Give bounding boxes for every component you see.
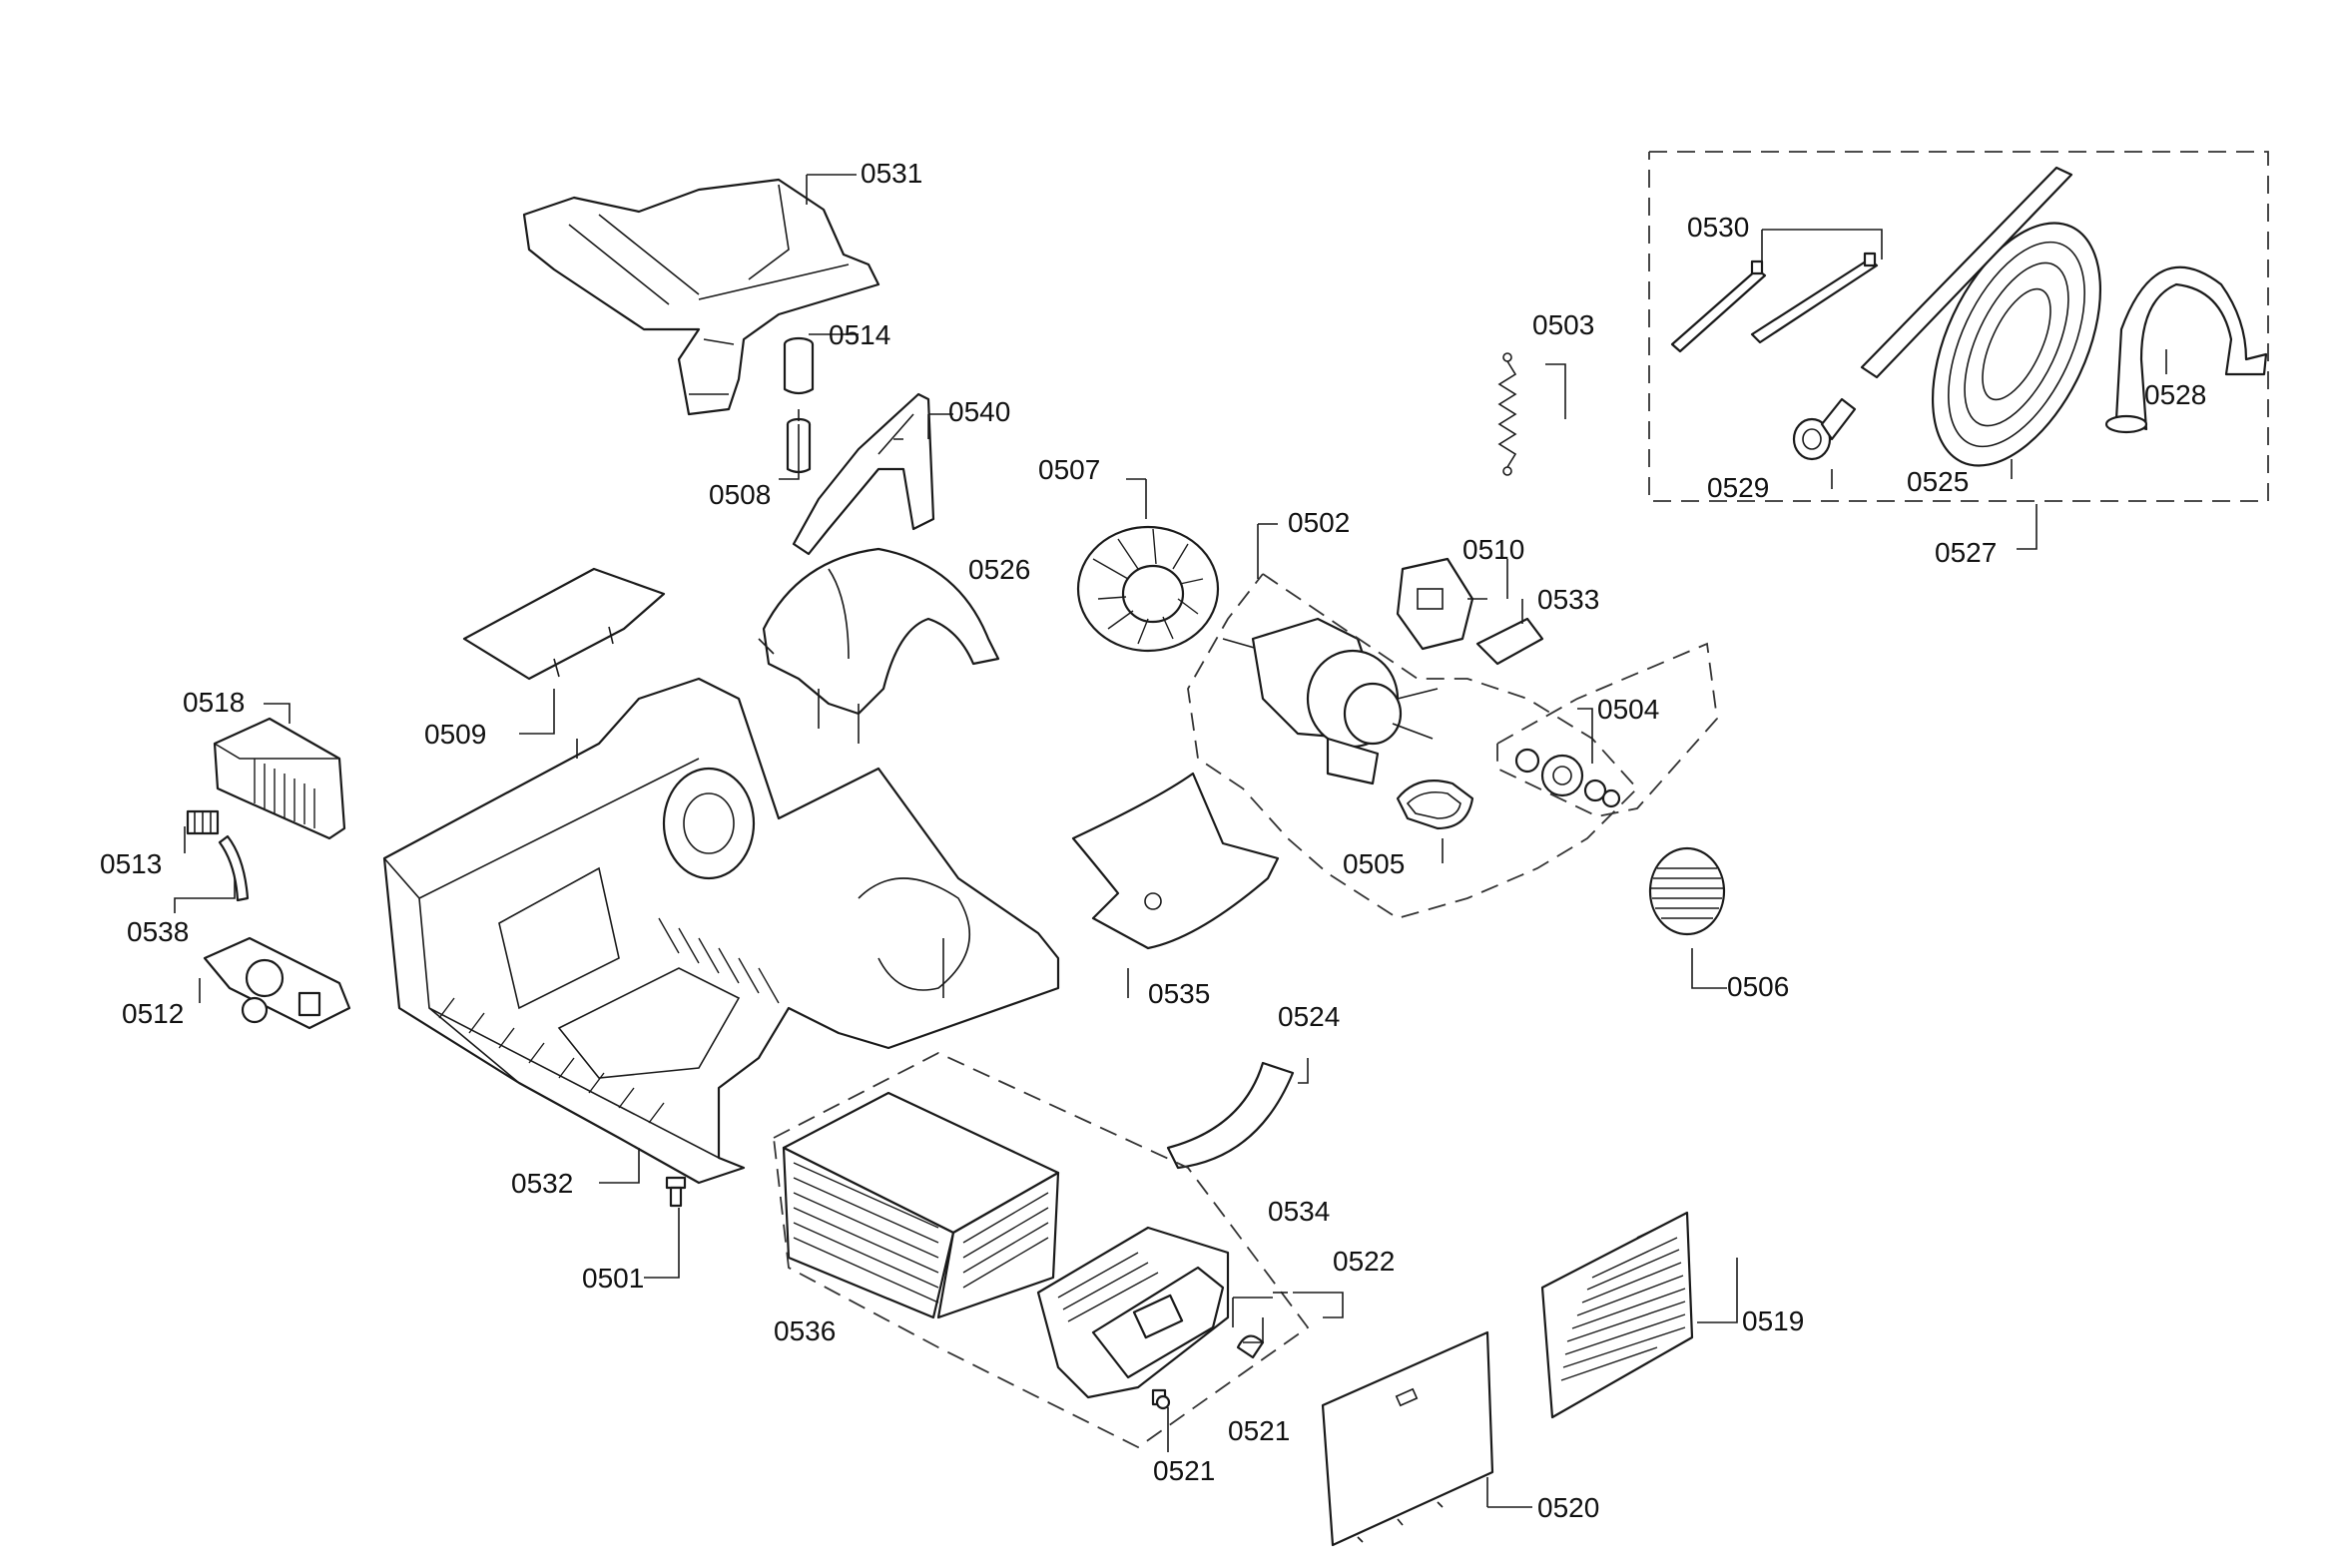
callout-0533: 0533	[1537, 584, 1599, 615]
callout-0528: 0528	[2144, 379, 2206, 410]
callout-0522: 0522	[1333, 1246, 1395, 1277]
callout-0535: 0535	[1148, 978, 1210, 1009]
part-0507-fan-wheel	[1076, 525, 1220, 653]
part-0533-plate	[1475, 617, 1544, 666]
callout-0518: 0518	[183, 687, 245, 718]
part-0518-heater	[213, 717, 346, 840]
callout-0508: 0508	[709, 479, 771, 510]
part-0502-motor	[1222, 617, 1439, 785]
part-0532-base-frame	[382, 677, 1060, 1185]
part-0505-belt	[1396, 780, 1474, 830]
callout-0513: 0513	[100, 848, 162, 879]
part-0509-cover-plate	[462, 567, 666, 681]
group-outline-0527	[1648, 151, 2269, 502]
part-0531-duct-cover	[522, 178, 880, 416]
leader-lines	[174, 174, 2167, 1508]
callout-0534: 0534	[1268, 1196, 1330, 1227]
callout-0530: 0530	[1687, 212, 1749, 243]
part-0501-screw	[665, 1176, 687, 1208]
part-0504-bearing-set	[1514, 748, 1621, 808]
callout-0519: 0519	[1742, 1306, 1804, 1336]
callout-0529: 0529	[1707, 472, 1769, 503]
part-0513-connector	[186, 809, 220, 835]
part-0503-spring	[1497, 352, 1517, 476]
callout-0538: 0538	[127, 916, 189, 947]
callout-0509: 0509	[424, 719, 486, 750]
part-0506-blower-wheel	[1648, 846, 1726, 936]
group-outline-0522	[773, 1051, 1310, 1449]
callout-0540: 0540	[948, 396, 1010, 427]
callout-0514: 0514	[829, 319, 890, 350]
callout-0521-a: 0521	[1228, 1415, 1290, 1446]
part-0529-adapter	[1792, 397, 1857, 461]
part-0521-clip-b	[1151, 1388, 1171, 1410]
callout-0512: 0512	[122, 998, 184, 1029]
callout-0505: 0505	[1343, 848, 1405, 879]
part-0510-module	[1396, 557, 1474, 651]
part-0526-shell	[758, 547, 1000, 744]
callout-0524: 0524	[1278, 1001, 1340, 1032]
callout-0502: 0502	[1288, 507, 1350, 538]
part-0519-grille	[1540, 1211, 1694, 1419]
part-0525-hose-coil	[1860, 166, 2102, 467]
part-0538-hose	[218, 834, 250, 902]
part-0536-condenser	[782, 1091, 1060, 1319]
part-0520-panel	[1321, 1330, 1494, 1547]
part-0530-cable-ties	[1670, 252, 1879, 353]
callout-0504: 0504	[1597, 694, 1659, 725]
callout-labels: 0531 0514 0508 0540 0507 0526 0502 0510 …	[100, 158, 2206, 1523]
callout-0527: 0527	[1935, 537, 1997, 568]
group-outline-0504	[1496, 642, 1718, 817]
part-0540-bracket	[792, 392, 935, 556]
part-0514-capacitor	[783, 336, 815, 395]
callout-0507: 0507	[1038, 454, 1100, 485]
part-0528-hose-bracket	[2104, 265, 2268, 434]
part-0512-pump	[203, 936, 351, 1030]
part-0535-guard	[1071, 772, 1280, 950]
callout-0503: 0503	[1532, 309, 1594, 340]
callout-0501: 0501	[582, 1263, 644, 1294]
part-0534-filter	[1036, 1226, 1230, 1399]
part-0524-gasket	[1166, 1061, 1295, 1170]
callout-0510: 0510	[1462, 534, 1524, 565]
callout-0506: 0506	[1727, 971, 1789, 1002]
callout-0532: 0532	[511, 1168, 573, 1199]
callout-0521-b: 0521	[1153, 1455, 1215, 1486]
callout-0525: 0525	[1907, 466, 1969, 497]
callout-0536: 0536	[774, 1315, 836, 1346]
callout-0520: 0520	[1537, 1492, 1599, 1523]
group-outline-0502	[1187, 573, 1639, 919]
callout-0526: 0526	[968, 554, 1030, 585]
callout-0531: 0531	[861, 158, 922, 189]
part-0521-clip-a	[1236, 1334, 1265, 1359]
